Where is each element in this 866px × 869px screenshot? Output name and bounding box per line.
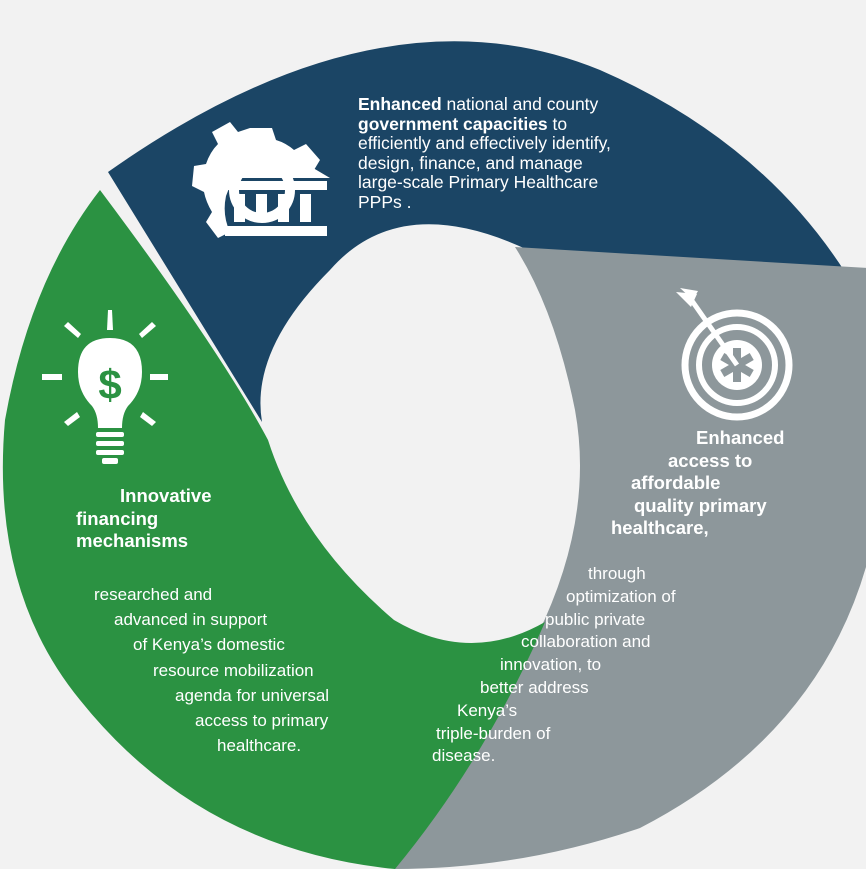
access-body-line: optimization of <box>566 586 676 606</box>
gear-bank-icon <box>192 122 330 238</box>
access-body-line: better address <box>480 678 589 697</box>
governance-run: national and county <box>441 94 599 114</box>
financing-body-line: access to primary <box>195 711 329 730</box>
access-body-line: collaboration and <box>521 632 651 652</box>
governance-run: PPPs . <box>358 191 412 212</box>
governance-run: to <box>547 113 568 134</box>
financing-heading-line: Innovative <box>120 485 212 506</box>
access-body-line: Kenya’s <box>457 700 518 720</box>
governance-emphasis: government capacities <box>358 113 548 134</box>
access-segment <box>394 247 866 869</box>
governance-run: efficiently and effectively identify, <box>358 133 611 153</box>
governance-segment <box>108 41 845 422</box>
financing-body-line: advanced in support <box>114 610 268 630</box>
governance-line: design, finance, and manage <box>358 152 688 174</box>
access-heading-line: affordable <box>631 472 721 493</box>
access-heading-line: healthcare, <box>611 517 709 538</box>
governance-run: large-scale Primary Healthcare <box>358 172 599 192</box>
access-heading-line: Enhanced <box>696 427 785 448</box>
governance-emphasis: Enhanced <box>358 94 442 114</box>
access-body-line: through <box>588 564 646 583</box>
governance-line: efficiently and effectively identify, <box>358 133 688 154</box>
financing-body-line: resource mobilization <box>153 660 314 680</box>
access-body-line: disease. <box>432 746 496 766</box>
access-heading-line: quality primary <box>634 494 767 516</box>
governance-line: government capacities to <box>358 113 688 135</box>
lightbulb-dollar-icon: $ <box>42 310 168 464</box>
access-body-line: innovation, to <box>500 655 602 675</box>
financing-body-line: healthcare. <box>217 736 302 756</box>
governance-line: large-scale Primary Healthcare <box>358 172 688 193</box>
financing-body-line: agenda for universal <box>175 685 330 705</box>
target-medical-icon <box>676 288 793 421</box>
governance-run: design, finance, and manage <box>358 152 583 173</box>
financing-body-line: of Kenya’s domestic <box>133 635 285 655</box>
financing-heading-line: mechanisms <box>76 530 189 551</box>
access-heading-line: access to <box>668 449 753 471</box>
access-body-line: public private <box>545 609 646 629</box>
governance-line: PPPs . <box>358 191 688 213</box>
financing-heading-line: financing <box>76 507 159 529</box>
financing-body-line: researched and <box>94 585 213 604</box>
access-body-line: triple-burden of <box>436 723 551 743</box>
svg-text:$: $ <box>98 361 121 408</box>
governance-line: Enhanced national and county <box>358 94 688 115</box>
